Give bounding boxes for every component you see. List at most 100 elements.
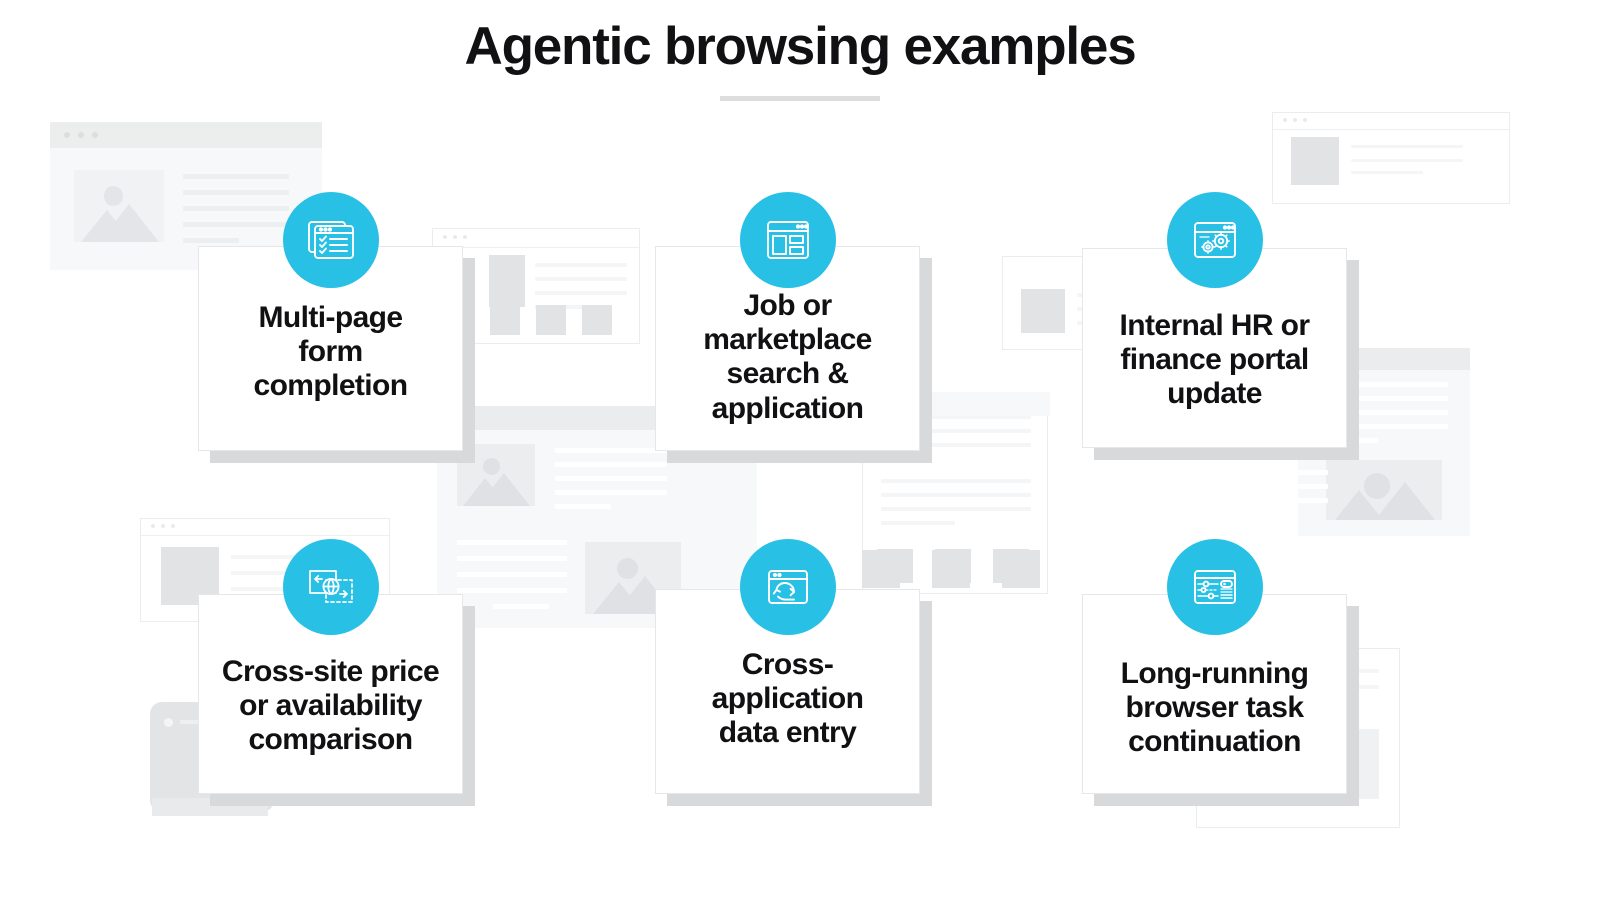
text-line <box>881 493 1031 497</box>
image-placeholder <box>457 444 535 506</box>
placeholder-mountain-icon <box>98 204 159 242</box>
card-label: Multi-page form completion <box>253 301 408 403</box>
content-block <box>1291 137 1339 185</box>
card-job-or-marketplace-search-application[interactable]: Job or marketplace search & application <box>655 246 920 451</box>
window-dot-icon <box>92 132 98 138</box>
background-browser-mockup-top-right <box>1272 112 1510 204</box>
window-dot-icon <box>463 235 467 239</box>
thumbnail-block <box>582 305 612 335</box>
window-dot-icon <box>1283 118 1287 122</box>
card-multi-page-form-completion[interactable]: Multi-page form completion <box>198 246 463 451</box>
text-line <box>535 277 627 281</box>
image-placeholder <box>1326 460 1442 520</box>
card-label: Long-running browser task continuation <box>1120 657 1309 759</box>
text-line <box>457 540 567 545</box>
window-dot-icon <box>1303 118 1307 122</box>
text-line <box>881 507 1031 511</box>
card-cross-site-price-or-availability-comparison[interactable]: Cross-site price or availability compari… <box>198 594 463 794</box>
card-label: Job or marketplace search & application <box>703 289 872 425</box>
thumbnail-block <box>536 305 566 335</box>
browser-checklist-icon <box>283 192 379 288</box>
text-line <box>555 476 667 481</box>
background-block-bottom-left <box>152 798 268 816</box>
text-line <box>881 521 955 525</box>
background-thumbnail-row-upper <box>490 305 640 339</box>
text-line <box>1314 382 1448 387</box>
page-title: Agentic browsing examples <box>464 17 1137 76</box>
text-line <box>1351 171 1423 174</box>
text-line <box>183 190 289 195</box>
window-dot-icon <box>1293 118 1297 122</box>
browser-sync-arrow-glyph <box>768 570 808 604</box>
thumbnail-block <box>862 550 900 588</box>
text-line <box>1188 484 1328 489</box>
text-line <box>881 415 1031 419</box>
window-dot-icon <box>64 132 70 138</box>
mockup-title-bar <box>1273 113 1509 130</box>
text-line <box>1351 145 1463 148</box>
browser-gears-icon <box>1167 192 1263 288</box>
text-line <box>1314 410 1448 415</box>
text-line <box>457 556 567 561</box>
globe-compare-arrows-icon <box>283 539 379 635</box>
text-line <box>1314 396 1448 401</box>
card-label: Cross- application data entry <box>711 648 864 750</box>
text-line <box>183 174 289 179</box>
placeholder-mountain-icon <box>478 473 531 506</box>
browser-layout-grid-icon <box>740 192 836 288</box>
browser-layout-grid-glyph <box>767 221 809 259</box>
window-dot-icon <box>453 235 457 239</box>
thumbnail-block <box>932 550 970 588</box>
title-divider <box>720 95 880 101</box>
thumbnail-block <box>1002 550 1040 588</box>
background-panel-center-bottom <box>930 392 1050 416</box>
text-line <box>457 588 567 593</box>
globe-compare-arrows-glyph <box>309 570 353 603</box>
placeholder-sun-icon <box>103 185 124 206</box>
text-line <box>1188 498 1328 503</box>
text-line <box>1314 424 1448 429</box>
window-dot-icon <box>151 524 155 528</box>
browser-gears-glyph <box>1194 222 1236 258</box>
mockup-title-bar <box>141 519 389 536</box>
text-line <box>555 448 667 453</box>
text-line <box>1188 470 1328 475</box>
image-placeholder <box>74 170 164 242</box>
device-dot-icon <box>164 718 173 727</box>
text-line <box>183 222 289 227</box>
background-text-lines-right <box>1188 470 1338 532</box>
placeholder-sun-icon <box>616 557 638 579</box>
mockup-title-bar <box>50 122 322 148</box>
window-dot-icon <box>78 132 84 138</box>
placeholder-mountain-icon <box>1375 482 1436 520</box>
text-line <box>881 443 1031 447</box>
window-dot-icon <box>443 235 447 239</box>
content-block <box>489 255 525 307</box>
text-line <box>1351 159 1463 162</box>
header: Agentic browsing examples <box>0 0 1600 101</box>
text-line <box>555 462 667 467</box>
text-line <box>535 291 627 295</box>
text-line <box>881 429 1031 433</box>
card-long-running-browser-task-continuation[interactable]: Long-running browser task continuation <box>1082 594 1347 794</box>
browser-sync-arrow-icon <box>740 539 836 635</box>
browser-sliders-icon <box>1167 539 1263 635</box>
background-browser-mockup-top-left <box>50 122 322 270</box>
window-dot-icon <box>171 524 175 528</box>
text-line <box>183 238 239 243</box>
browser-checklist-glyph <box>308 221 354 259</box>
text-line <box>493 604 549 609</box>
text-line <box>457 572 567 577</box>
text-line <box>555 490 667 495</box>
placeholder-sun-icon <box>482 457 500 475</box>
card-label: Cross-site price or availability compari… <box>221 655 440 757</box>
thumbnail-block <box>490 305 520 335</box>
mockup-title-bar <box>433 229 639 248</box>
text-line <box>881 479 1031 483</box>
content-block <box>1021 289 1065 333</box>
window-dot-icon <box>161 524 165 528</box>
text-line <box>1216 512 1272 517</box>
background-thumbnail-row-lower <box>862 550 1048 592</box>
